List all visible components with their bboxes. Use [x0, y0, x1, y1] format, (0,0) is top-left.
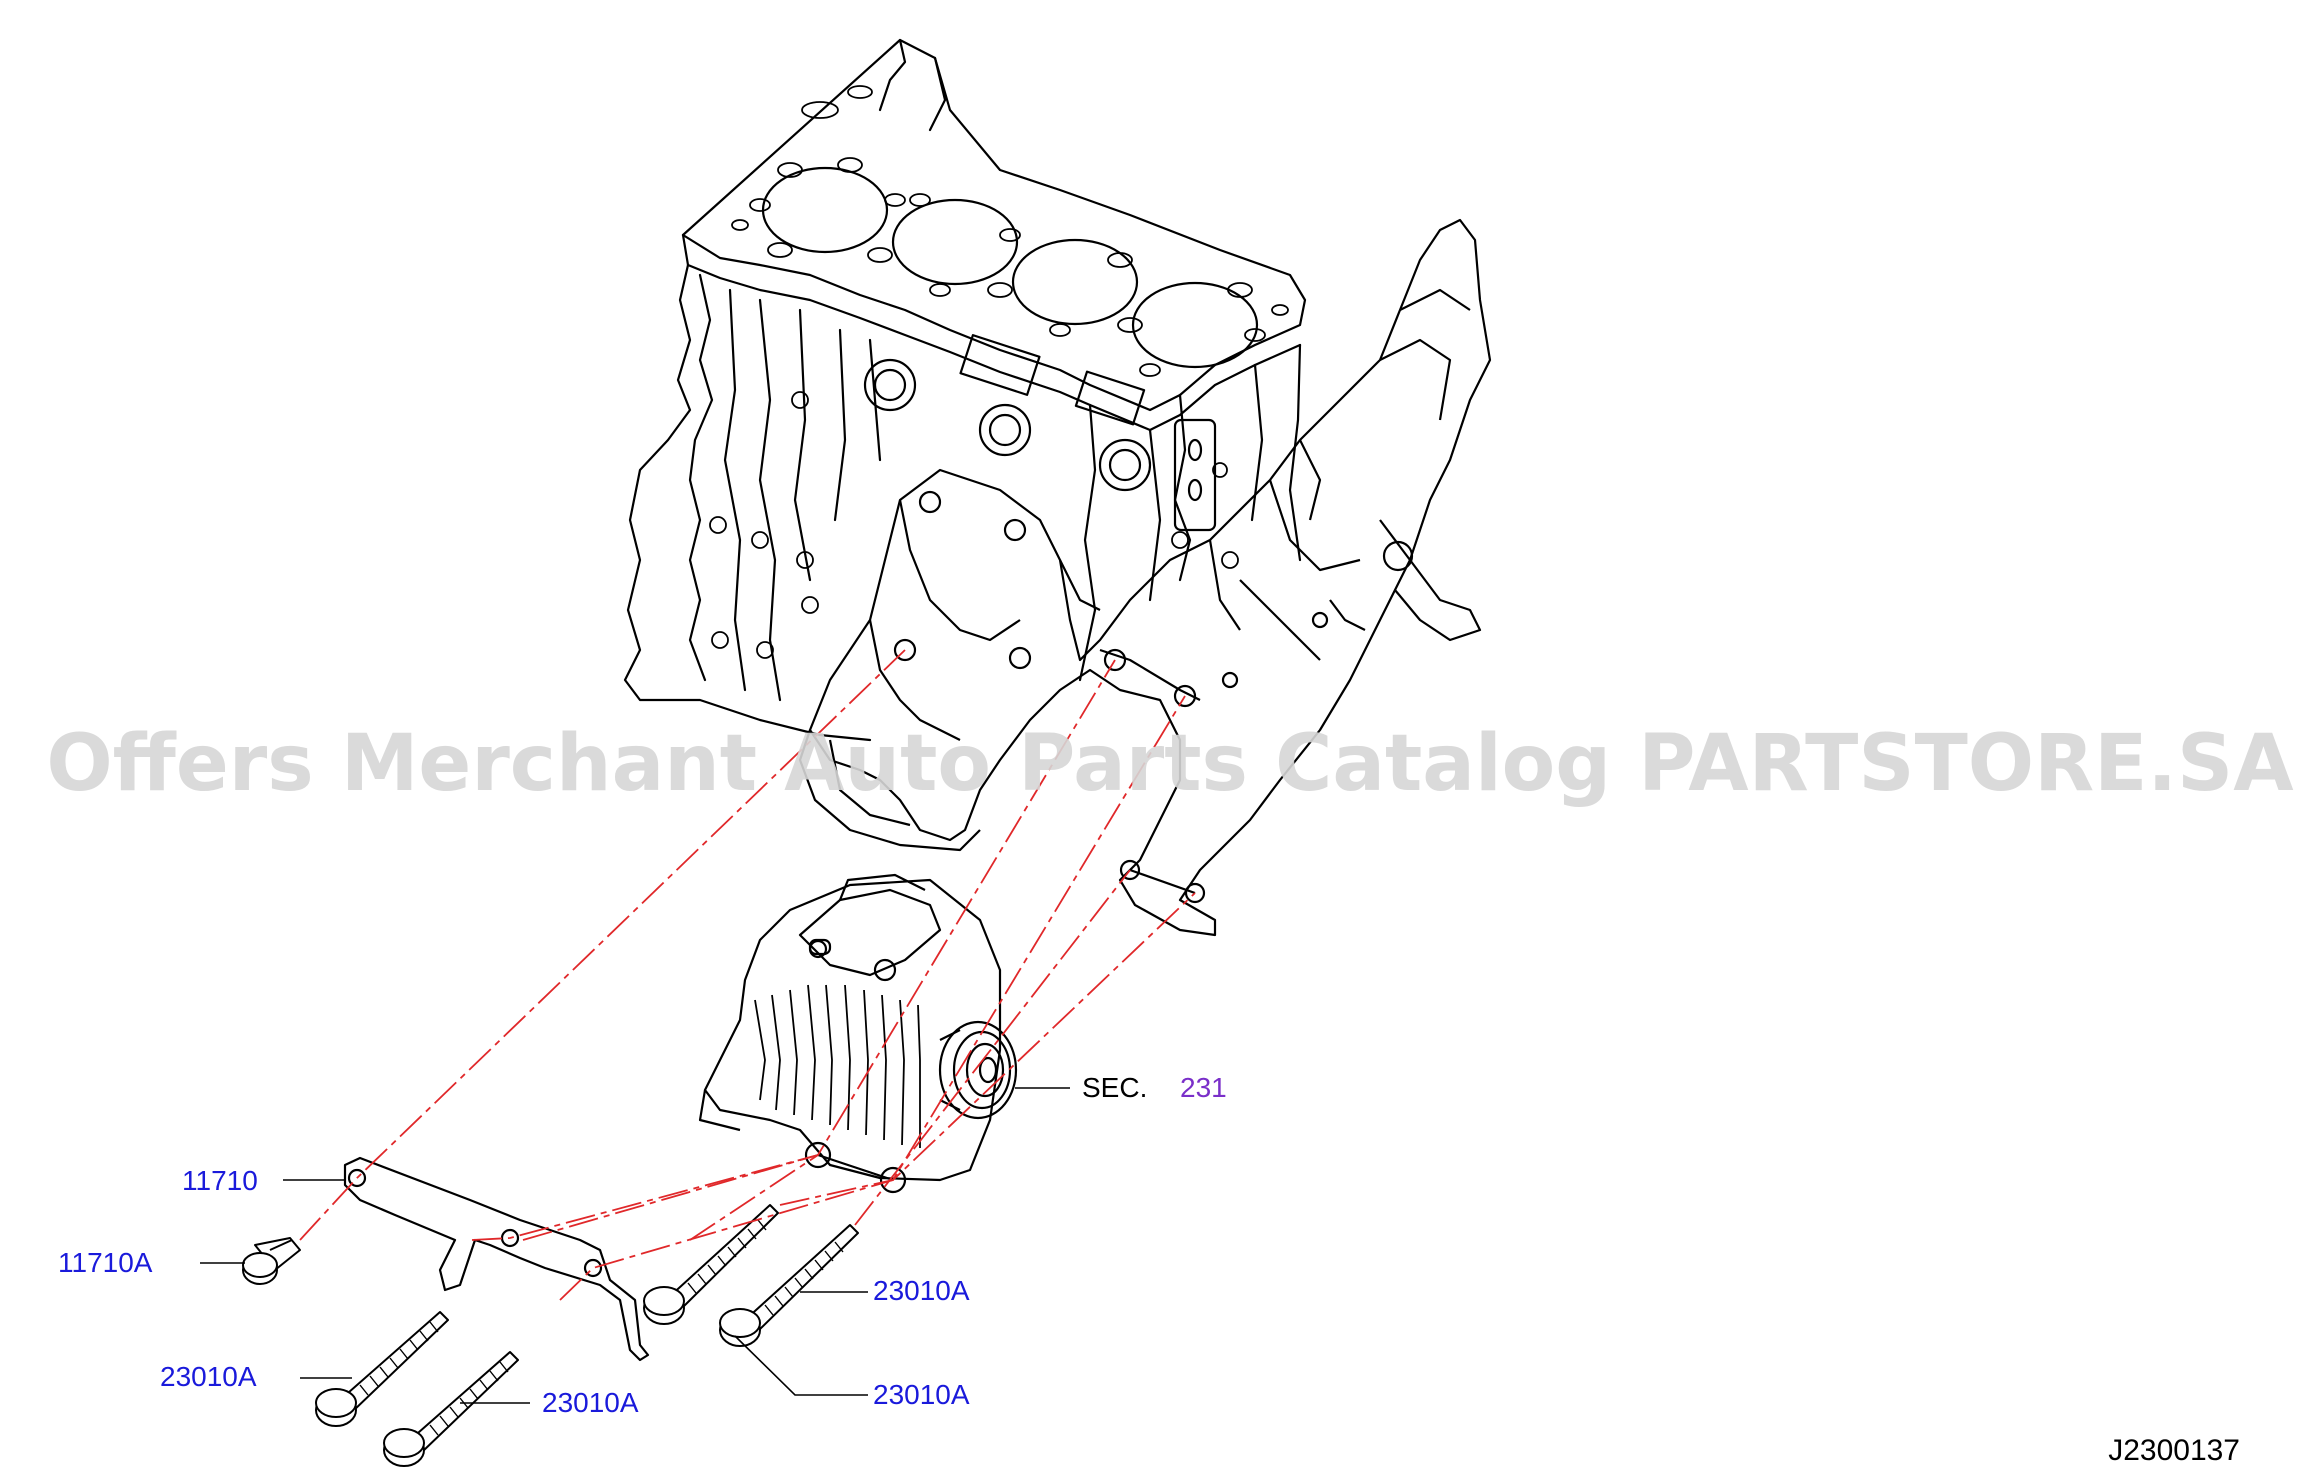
phantom-lines — [299, 649, 1196, 1301]
bolt-11710a — [242, 1237, 301, 1285]
callout-23010a-left-top[interactable]: 23010A — [160, 1361, 257, 1392]
section-ref-prefix: SEC. — [1082, 1072, 1147, 1103]
callout-11710[interactable]: 11710 — [182, 1165, 258, 1196]
bolt-23010a-right-bottom — [643, 1204, 779, 1325]
alternator — [698, 873, 1018, 1194]
callout-23010a-right-top[interactable]: 23010A — [873, 1275, 970, 1306]
bolt-23010a-left-top — [315, 1311, 449, 1427]
drawing-id: J2300137 — [2108, 1434, 2240, 1467]
alternator-bracket — [798, 218, 1492, 937]
section-ref-number[interactable]: 231 — [1180, 1072, 1227, 1103]
callout-23010a-right-bottom[interactable]: 23010A — [873, 1379, 970, 1410]
bolt-23010a-left-bottom — [383, 1351, 519, 1467]
adjuster-plate — [343, 1156, 650, 1362]
engine-block — [623, 38, 1307, 742]
watermark: Offers Merchant Auto Parts Catalog PARTS… — [46, 719, 2293, 809]
bolts — [242, 1204, 859, 1467]
leader-lines — [200, 1087, 1070, 1404]
bolt-23010a-right-top — [719, 1224, 859, 1347]
callout-23010a-left-bottom[interactable]: 23010A — [542, 1387, 639, 1418]
callout-11710a[interactable]: 11710A — [58, 1247, 153, 1278]
